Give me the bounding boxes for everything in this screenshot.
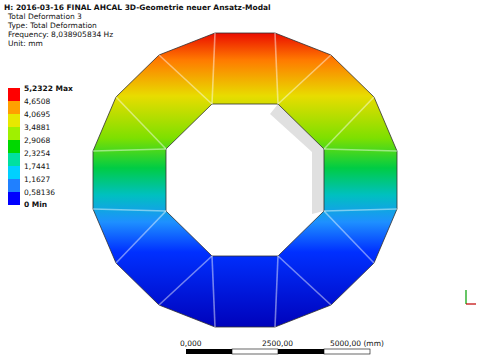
- result-info: Type: Total Deformation: [8, 21, 97, 30]
- legend-value: 4,6508: [24, 97, 50, 106]
- legend-value: 1,1627: [24, 175, 50, 184]
- legend-value: 5,2322 Max: [24, 84, 73, 93]
- segment-lines: [93, 33, 397, 327]
- result-info: Frequency: 8,038905834 Hz: [8, 30, 113, 39]
- inner-face: [270, 104, 324, 214]
- scale-bar: [186, 349, 370, 354]
- legend-value: 2,3254: [24, 149, 50, 158]
- legend-value: 4,0695: [24, 110, 50, 119]
- legend-value: 0 Min: [24, 200, 47, 209]
- scale-value: 5000,00 (mm): [330, 339, 384, 348]
- result-title: H: 2016-03-16 FINAL AHCAL 3D-Geometrie n…: [4, 3, 271, 12]
- legend-value: 1,7441: [24, 162, 50, 171]
- legend-value: 2,9068: [24, 136, 50, 145]
- result-info: Total Deformation 3: [8, 12, 82, 21]
- result-info: Unit: mm: [8, 39, 43, 48]
- legend-value: 0,58136: [24, 188, 55, 197]
- color-bar: [8, 88, 20, 205]
- axis-triad: [466, 290, 476, 304]
- legend-value: 3,4881: [24, 123, 50, 132]
- ring-body: [93, 33, 397, 327]
- scale-value: 2500,00: [262, 339, 293, 348]
- scale-value: 0,000: [180, 339, 201, 348]
